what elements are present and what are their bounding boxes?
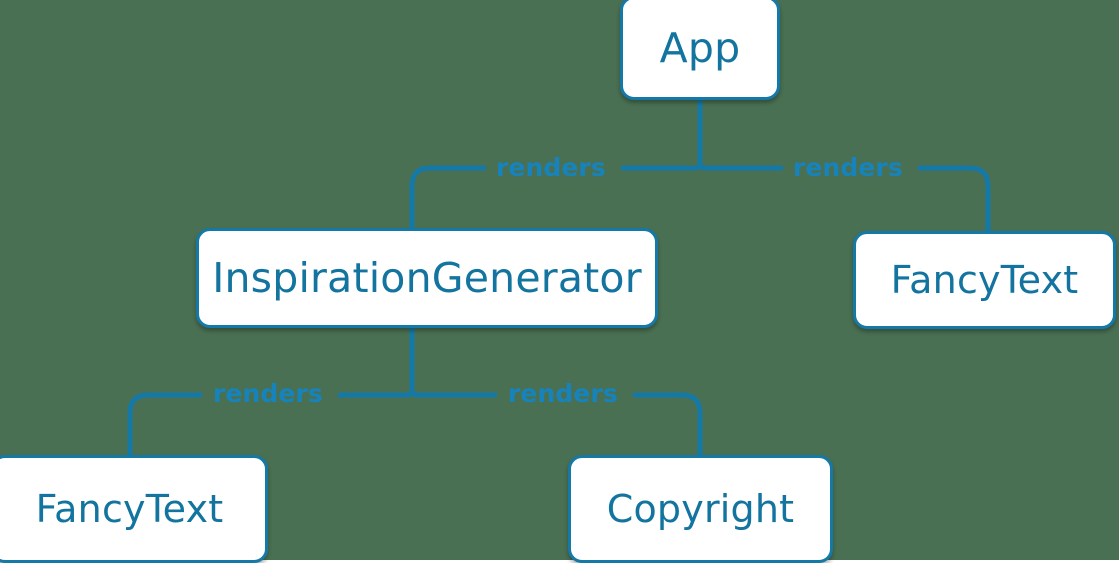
edge-label-inspiration-generator-to-fancy-text-left: renders <box>213 379 323 408</box>
edge-label-app-to-inspiration-generator: renders <box>496 153 606 182</box>
edge-inspgen-to-fancytext-horizontal-2 <box>127 392 203 458</box>
node-fancy-text-right[interactable]: FancyText <box>853 231 1116 329</box>
edge-app-stem <box>697 97 708 171</box>
edge-app-to-fancytext-horizontal-2 <box>917 165 991 234</box>
node-app[interactable]: App <box>620 0 780 100</box>
node-app-label: App <box>659 23 741 72</box>
edge-label-app-to-fancy-text-right: renders <box>793 153 903 182</box>
node-inspiration-generator-label: InspirationGenerator <box>212 253 642 302</box>
node-copyright-label: Copyright <box>606 487 795 531</box>
node-fancy-text-left[interactable]: FancyText <box>0 455 268 563</box>
node-copyright[interactable]: Copyright <box>568 455 833 563</box>
node-inspiration-generator[interactable]: InspirationGenerator <box>196 228 658 328</box>
node-fancy-text-right-label: FancyText <box>890 258 1079 302</box>
edge-inspgen-to-copyright-horizontal-2 <box>632 392 703 458</box>
edge-inspgen-stem <box>409 325 420 398</box>
node-fancy-text-left-label: FancyText <box>35 487 224 531</box>
edge-app-to-inspgen-horizontal-2 <box>409 165 487 231</box>
edge-label-inspiration-generator-to-copyright: renders <box>508 379 618 408</box>
